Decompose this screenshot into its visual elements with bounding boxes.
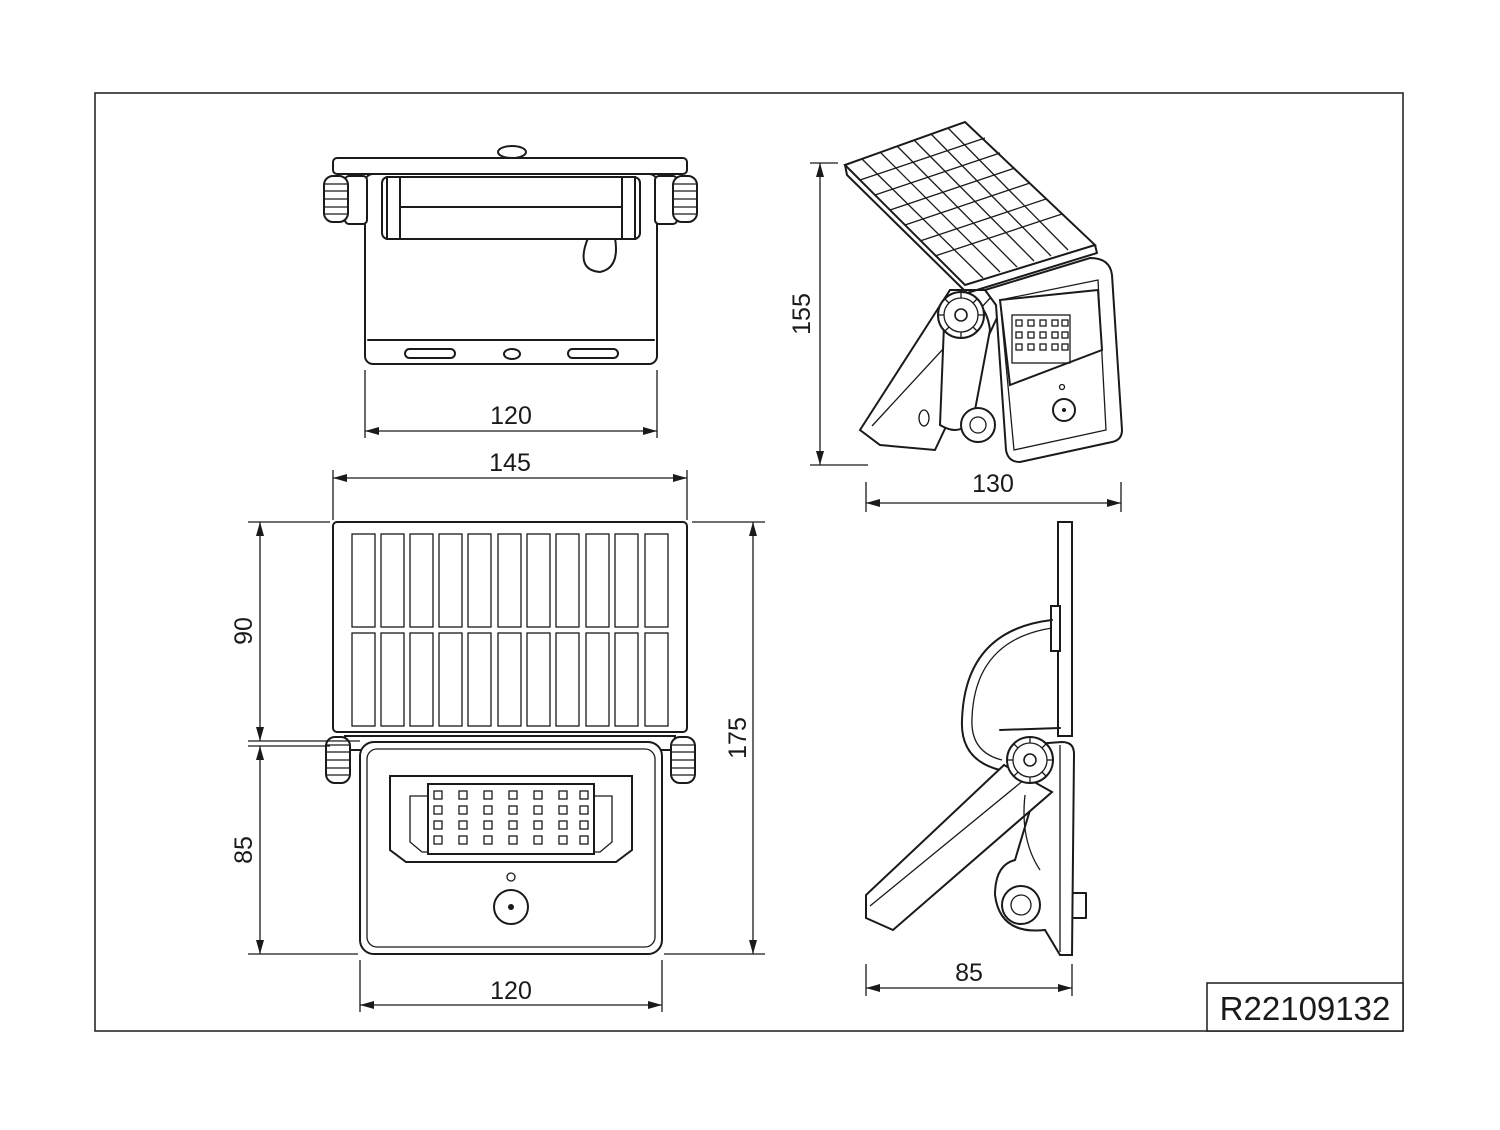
dim-iso-height-label: 155 xyxy=(788,293,816,335)
dim-top-width: 120 xyxy=(364,370,658,438)
dim-front-panel-height-label: 90 xyxy=(230,617,258,645)
dim-side-depth: 85 xyxy=(865,959,1073,996)
dim-front-lamp-height-label: 85 xyxy=(230,836,258,864)
iso-view-led-housing xyxy=(998,288,1104,387)
top-view-slot-right xyxy=(567,348,619,359)
top-view-knob-left xyxy=(323,175,349,223)
front-view-solar-cells xyxy=(351,533,669,727)
dim-front-overall-width: 145 xyxy=(332,449,688,520)
dim-iso-height: 155 xyxy=(788,162,868,466)
sheet-border xyxy=(94,92,1404,1032)
dim-front-overall-width-label: 145 xyxy=(489,449,531,477)
dim-front-lamp-width: 120 xyxy=(359,960,663,1012)
top-view-slot-left xyxy=(404,348,456,359)
dim-iso-width-label: 130 xyxy=(972,470,1014,498)
front-view-led-panel xyxy=(427,783,595,855)
side-view-panel-hinge xyxy=(1050,605,1061,652)
dim-top-width-label: 120 xyxy=(490,402,532,430)
front-view-knob-left xyxy=(325,736,351,784)
dim-front-lamp-height: 85 xyxy=(230,745,358,955)
top-view-sensor xyxy=(503,348,521,360)
iso-view-led-array xyxy=(1015,319,1069,351)
iso-view-knob xyxy=(937,291,985,339)
title-block-frame xyxy=(1206,982,1404,1032)
front-view-led-array xyxy=(433,790,589,845)
side-view-cable-arc xyxy=(960,619,1053,771)
top-view-knob-right xyxy=(672,175,698,223)
dim-front-lamp-width-label: 120 xyxy=(490,977,532,1005)
top-view-panel-edge xyxy=(332,157,688,175)
side-view-mount-ring xyxy=(1001,885,1041,925)
dim-front-overall-height-label: 175 xyxy=(724,717,752,759)
side-view xyxy=(865,521,1087,956)
front-view-indicator-light xyxy=(506,872,516,882)
dim-front-overall-height: 175 xyxy=(664,521,765,955)
reference-code: R22109132 xyxy=(1220,990,1391,1027)
dim-iso-width: 130 xyxy=(865,470,1122,512)
dim-front-panel-height: 90 xyxy=(230,521,360,742)
front-view xyxy=(325,521,696,955)
front-view-knob-right xyxy=(670,736,696,784)
iso-view-mount-ring xyxy=(960,407,996,443)
top-view-panel-hinge xyxy=(497,145,527,159)
dim-side-depth-label: 85 xyxy=(955,959,983,987)
iso-view-indicator-light xyxy=(1058,383,1066,391)
top-view xyxy=(323,145,698,365)
side-view-stand-arm xyxy=(865,763,1054,932)
side-view-knob xyxy=(1006,736,1054,784)
title-block: R22109132 xyxy=(1206,982,1404,1032)
top-view-cable xyxy=(582,237,617,273)
isometric-view xyxy=(843,120,1124,464)
side-view-sensor xyxy=(1073,892,1087,919)
